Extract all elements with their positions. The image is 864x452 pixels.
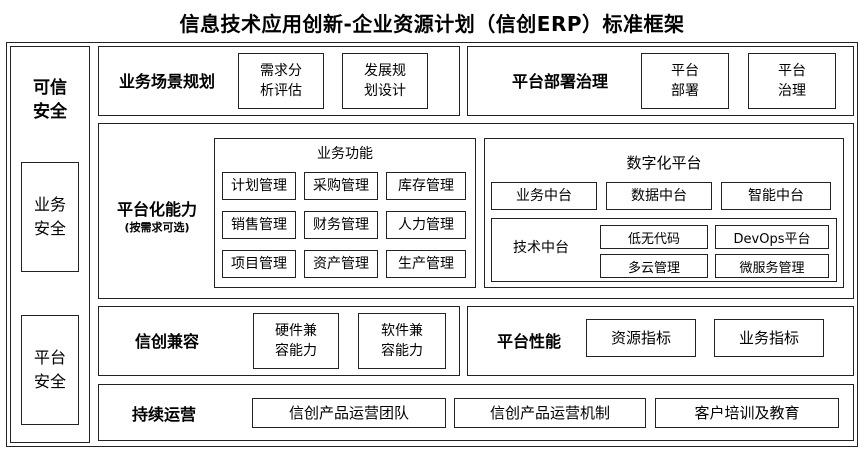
business-planning-panel — [98, 46, 460, 116]
compatibility-title: 信创兼容 — [134, 332, 199, 351]
trusted-security-title: 可信 安全 — [33, 78, 67, 122]
page-title: 信息技术应用创新-企业资源计划（信创ERP）标准框架 — [179, 11, 685, 36]
business-metrics-box: 业务指标 — [714, 319, 824, 357]
platform-governance-panel — [467, 46, 854, 116]
software-compatibility-box: 软件兼 容能力 — [358, 313, 446, 369]
platform-capability-title: 平台化能力 — [116, 200, 197, 219]
function-production-management: 生产管理 — [386, 250, 466, 278]
performance-panel — [467, 306, 854, 376]
platform-security-box: 平台 安全 — [21, 315, 79, 425]
demand-analysis-box: 需求分 析评估 — [238, 53, 324, 109]
function-plan-management: 计划管理 — [222, 172, 296, 200]
operations-panel — [98, 384, 854, 441]
compatibility-panel — [98, 306, 460, 376]
platform-deployment-box: 平台 部署 — [641, 53, 729, 109]
resource-metrics-box: 资源指标 — [586, 319, 696, 357]
trusted-security-panel — [10, 46, 90, 443]
digital-platform-title: 数字化平台 — [626, 154, 702, 172]
performance-title: 平台性能 — [496, 332, 561, 351]
customer-training-box: 客户培训及教育 — [655, 398, 839, 428]
platform-capability-panel — [98, 123, 854, 299]
platform-governance-box: 平台 治理 — [748, 53, 836, 109]
business-functions-title: 业务功能 — [317, 146, 373, 162]
operations-title: 持续运营 — [131, 405, 196, 424]
platform-governance-title: 平台部署治理 — [511, 72, 608, 91]
framework-frame — [6, 42, 858, 447]
hardware-compatibility-box: 硬件兼 容能力 — [253, 313, 339, 369]
operations-mechanism-box: 信创产品运营机制 — [454, 398, 646, 428]
function-hr-management: 人力管理 — [386, 211, 466, 239]
data-middle-platform: 数据中台 — [606, 182, 712, 210]
function-asset-management: 资产管理 — [304, 250, 378, 278]
microservices-box: 微服务管理 — [715, 254, 829, 278]
platform-capability-subtitle: (按需求可选) — [124, 221, 190, 234]
ai-middle-platform: 智能中台 — [721, 182, 831, 210]
multi-cloud-box: 多云管理 — [600, 254, 708, 278]
function-finance-management: 财务管理 — [304, 211, 378, 239]
business-planning-title: 业务场景规划 — [118, 72, 215, 91]
function-project-management: 项目管理 — [222, 250, 296, 278]
devops-platform-box: DevOps平台 — [715, 225, 829, 249]
operations-team-box: 信创产品运营团队 — [252, 398, 446, 428]
tech-middle-platform-title: 技术中台 — [513, 240, 569, 256]
business-security-box: 业务 安全 — [21, 162, 79, 272]
low-code-box: 低无代码 — [600, 225, 708, 249]
function-procurement-management: 采购管理 — [304, 172, 378, 200]
function-inventory-management: 库存管理 — [386, 172, 466, 200]
business-middle-platform: 业务中台 — [491, 182, 597, 210]
development-planning-box: 发展规 划设计 — [342, 53, 428, 109]
function-sales-management: 销售管理 — [222, 211, 296, 239]
